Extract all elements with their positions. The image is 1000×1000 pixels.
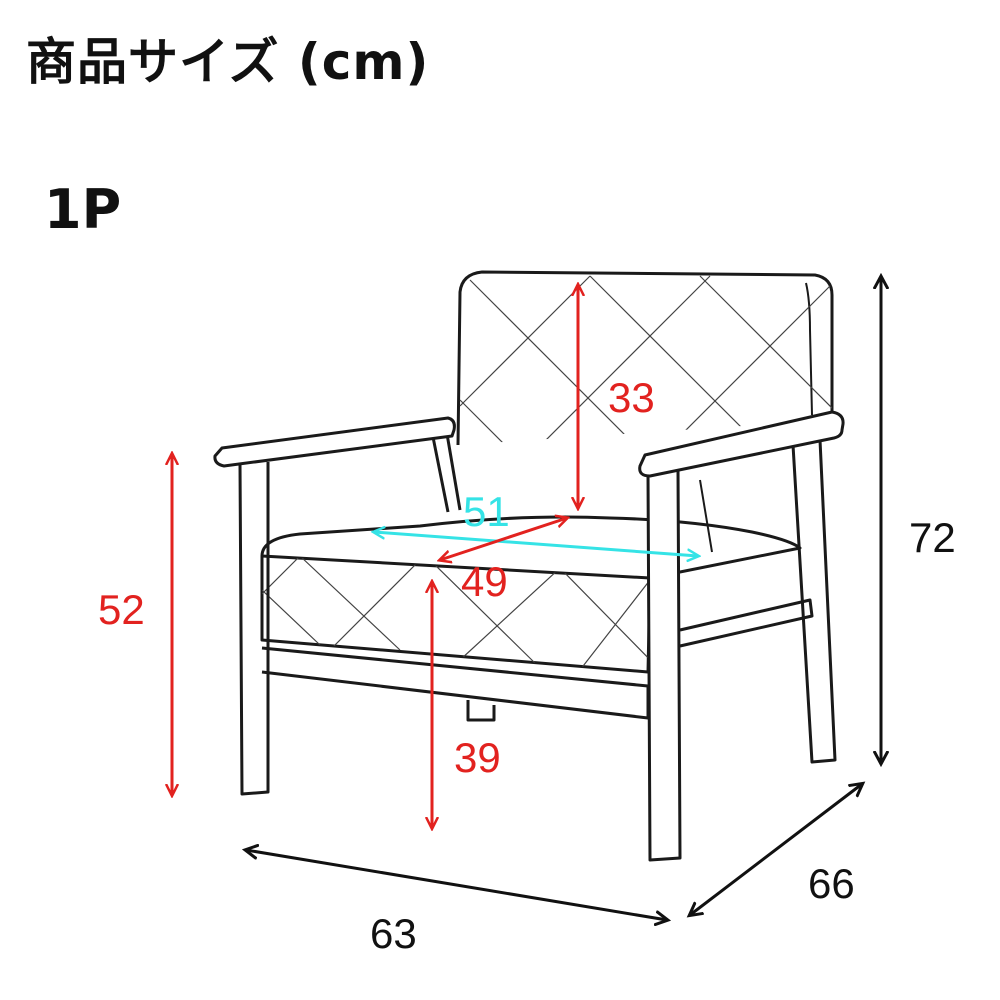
depth-label: 66: [808, 860, 855, 907]
front-rail: [261, 646, 650, 720]
chair-drawing: [213, 270, 845, 862]
back-right-leg: [791, 439, 837, 764]
width-label: 63: [370, 910, 417, 957]
depth-arrow: [690, 784, 862, 915]
side-rail: [679, 598, 814, 648]
backrest: [456, 270, 834, 446]
seat-depth-arrow: [440, 518, 567, 560]
seat-depth-label: 49: [461, 558, 508, 605]
seat-quilting: [262, 556, 650, 671]
back-quilting: [459, 275, 832, 445]
front-left-leg: [238, 462, 270, 796]
right-armrest: [638, 410, 845, 478]
seat-height-label: 39: [454, 734, 501, 781]
model-label: 1P: [44, 178, 122, 241]
seat-cushion: [260, 515, 802, 580]
page-title: 商品サイズ (cm): [26, 33, 430, 91]
front-right-leg: [646, 469, 682, 862]
width-arrow: [246, 850, 667, 920]
back-left-leg: [430, 427, 462, 513]
left-armrest: [213, 416, 456, 468]
seat-width-label: 51: [463, 488, 510, 535]
total-height-label: 72: [909, 514, 956, 561]
armrest-height-label: 52: [98, 586, 145, 633]
backrest-height-label: 33: [608, 374, 655, 421]
